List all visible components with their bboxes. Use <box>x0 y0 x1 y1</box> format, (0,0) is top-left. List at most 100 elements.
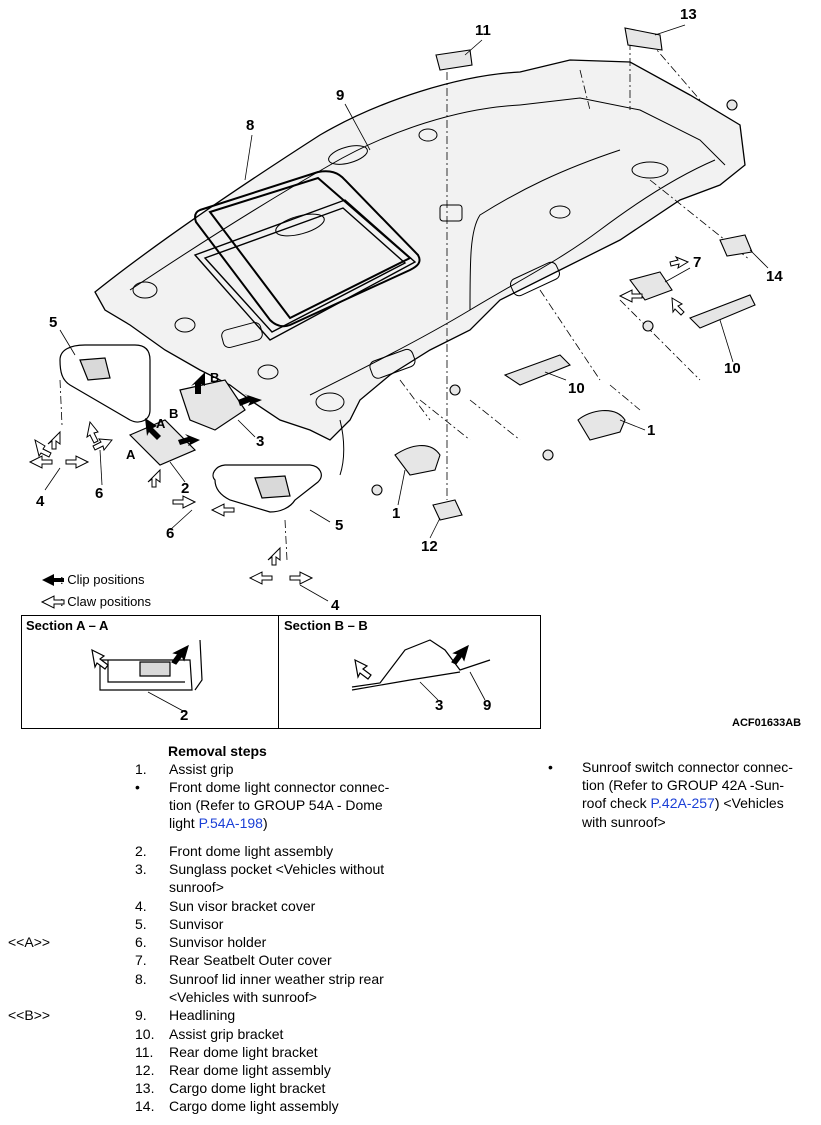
section-b-sketch <box>351 639 491 701</box>
label-10-mid: 10 <box>568 380 585 397</box>
sunroof-note: • Sunroof switch connector connec- tion … <box>548 758 808 831</box>
label-10-right: 10 <box>724 360 741 377</box>
note-bullet: • <box>548 759 553 775</box>
step-text: Front dome light connector connec- <box>169 778 389 796</box>
step-tag: <<A>> <box>8 934 51 950</box>
step-text-main: Front dome light connector connec- <box>169 779 390 795</box>
figure-code: ACF01633AB <box>732 717 802 729</box>
section-a-sketch <box>91 639 203 713</box>
section-divider <box>278 616 279 728</box>
step-text-main: Rear dome light bracket <box>169 1044 318 1060</box>
label-3: 3 <box>256 433 265 450</box>
step-text: Sunroof lid inner weather strip rear <box>169 970 384 988</box>
section-a-title: Section A – A <box>26 618 109 633</box>
step-number: 4. <box>135 898 147 914</box>
step-text-main: Sunglass pocket <Vehicles without <box>169 861 385 877</box>
step-text: Front dome light assembly <box>169 842 333 860</box>
section-marker-b-top: B <box>210 370 220 385</box>
step-text-main: Assist grip <box>169 761 234 777</box>
step-text-main: Assist grip bracket <box>169 1026 284 1042</box>
step-text: Sunglass pocket <Vehicles without <box>169 860 384 878</box>
step-number: 1. <box>135 761 147 777</box>
step-text-main: Cargo dome light assembly <box>169 1098 339 1114</box>
step-text: Sun visor bracket cover <box>169 897 315 915</box>
step-number: 11. <box>135 1044 154 1060</box>
leader-lines <box>59 41 751 561</box>
note-line-3b: ) <Vehicles <box>714 795 784 812</box>
step-number: 14. <box>135 1098 155 1114</box>
label-5-left: 5 <box>49 314 58 331</box>
step-number: 5. <box>135 916 147 932</box>
step-text-main: Cargo dome light bracket <box>169 1080 326 1096</box>
step-text-main: Headlining <box>169 1007 236 1023</box>
label-leaders <box>44 24 769 602</box>
label-7: 7 <box>693 254 702 271</box>
legend-claw: : Claw positions <box>60 594 151 609</box>
note-line-3a: roof check <box>582 795 651 812</box>
step-text-main: Rear Seatbelt Outer cover <box>169 952 332 968</box>
step-text-main: Front dome light assembly <box>169 843 334 859</box>
legend-clip: : Clip positions <box>60 572 145 587</box>
step-text-main: Sunvisor <box>169 916 224 932</box>
weather-strip <box>194 170 421 328</box>
step-text: Rear dome light bracket <box>169 1043 318 1061</box>
step-number: 13. <box>135 1080 155 1096</box>
step-number: 2. <box>135 843 147 859</box>
step-number: 10. <box>135 1026 155 1042</box>
note-line-2: tion (Refer to GROUP 42A -Sun- <box>582 777 785 794</box>
label-9: 9 <box>336 87 345 104</box>
label-6-right: 6 <box>166 525 175 542</box>
step-text: Sunvisor holder <box>169 933 266 951</box>
step-number: 9. <box>135 1007 147 1023</box>
label-5-right: 5 <box>335 517 344 534</box>
headlining-details <box>129 97 726 476</box>
step-text-after: ) <box>262 815 268 831</box>
brackets-and-grips <box>371 27 756 521</box>
step-text-main: <Vehicles with sunroof> <box>169 989 317 1005</box>
step-text: Sunvisor <box>169 915 223 933</box>
step-text: Assist grip bracket <box>169 1025 283 1043</box>
label-14: 14 <box>766 268 783 285</box>
step-text-main: Rear dome light assembly <box>169 1062 331 1078</box>
step-tag: <<B>> <box>8 1007 51 1023</box>
label-6-left: 6 <box>95 485 104 502</box>
step-text: Rear Seatbelt Outer cover <box>169 951 332 969</box>
note-line-3: roof check P.42A-257) <Vehicles <box>582 794 808 812</box>
label-9-section: 9 <box>483 697 492 714</box>
headlining-panel <box>94 59 746 441</box>
label-12: 12 <box>421 538 438 555</box>
step-number: 7. <box>135 952 147 968</box>
claw-arrows <box>28 255 690 609</box>
step-text: Cargo dome light assembly <box>169 1097 339 1115</box>
label-2-section: 2 <box>180 707 189 724</box>
label-2: 2 <box>181 480 190 497</box>
step-text-main: Sunroof lid inner weather strip rear <box>169 971 384 987</box>
section-marker-b-bottom: B <box>169 406 179 421</box>
ref-link-42a-257[interactable]: P.42A-257 <box>650 795 715 812</box>
step-text: Assist grip <box>169 760 234 778</box>
step-text: Cargo dome light bracket <box>169 1079 325 1097</box>
clip-arrows <box>42 372 262 586</box>
sunroof-opening <box>193 199 417 341</box>
step-number: • <box>135 779 140 795</box>
legend-clip-label: : Clip positions <box>60 572 145 587</box>
note-line-4: with sunroof> <box>582 813 666 830</box>
section-marker-a-top: A <box>156 416 166 431</box>
label-13: 13 <box>680 6 697 23</box>
step-number: 12. <box>135 1062 155 1078</box>
step-text-main: Sun visor bracket cover <box>169 898 316 914</box>
label-4-left: 4 <box>36 493 45 510</box>
legend-claw-label: : Claw positions <box>60 594 152 609</box>
label-8: 8 <box>246 117 255 134</box>
section-b-title: Section B – B <box>284 618 368 633</box>
step-text: tion (Refer to GROUP 54A - Dome <box>169 796 383 814</box>
section-views: Section A – A Section B – B <box>21 615 541 729</box>
ref-link-54a-198[interactable]: P.54A-198 <box>198 815 263 831</box>
sunvisors <box>59 344 322 513</box>
step-number: 6. <box>135 934 147 950</box>
step-number: 3. <box>135 861 147 877</box>
step-number: 8. <box>135 971 147 987</box>
section-marker-a-bottom: A <box>126 447 136 462</box>
step-text-main: Sunvisor holder <box>169 934 267 950</box>
